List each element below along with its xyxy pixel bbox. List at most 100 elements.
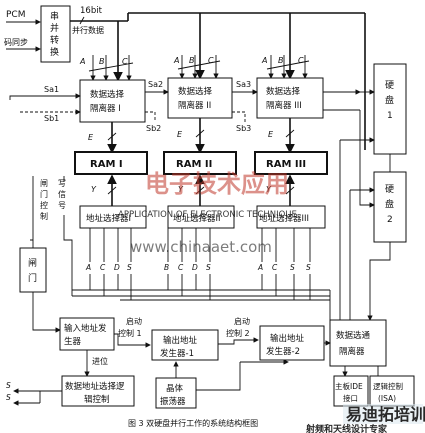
sel-S3: S (290, 263, 295, 272)
site-watermark: www.chinaaet.com (130, 238, 272, 256)
ram-2-label: RAM II (176, 159, 212, 170)
sb2-label: Sb2 (146, 124, 161, 133)
ram-2 (163, 151, 237, 175)
bd-label-1: B (99, 57, 105, 66)
sp-char-1: 并 (50, 22, 59, 34)
sa3-label: Sa3 (236, 80, 251, 89)
logic-isa-line-2: (ISA) (378, 394, 396, 403)
journal-watermark-cn: 电子技术应用 (145, 169, 289, 198)
journal-watermark-en: APPLICATION OF ELECTRONIC TECHNIQUE (118, 210, 297, 220)
gate-ctrl-char-1: 门 (40, 189, 48, 199)
serial-parallel-converter (40, 5, 71, 63)
bd-label-2: B (189, 56, 195, 65)
isolator-1 (79, 79, 146, 123)
sp-char-3: 换 (50, 46, 59, 58)
gate-box (19, 247, 47, 293)
sp-char-0: 串 (50, 11, 59, 22)
sb3-label: Sb3 (236, 124, 251, 133)
disk1-char-2: 1 (387, 111, 393, 121)
host-ide-interface (333, 375, 369, 407)
cd-label-3: C (298, 56, 304, 65)
abc-lines-3 (266, 55, 310, 79)
out-addr2-line-1: 输出地址 (270, 333, 305, 344)
sel-A3: A (257, 263, 263, 272)
abc-lines-1 (88, 55, 134, 81)
isolator-3-line-2: 隔离器 III (266, 100, 302, 111)
in-addr-line-1: 输入地址发 (64, 323, 107, 334)
gate-char-0: 闸 (28, 258, 37, 269)
ad-label-2: A (173, 56, 179, 65)
start1-line-1: 启动 (126, 316, 142, 326)
input-addr-generator (59, 317, 115, 351)
addr-selector-3 (256, 205, 326, 229)
bus-parallel-label: 并行数据 (72, 25, 104, 35)
sel-logic-line-1: 数据地址选择逻 (65, 381, 125, 392)
disk2-char-2: 2 (387, 215, 393, 225)
gate-ctrl-char-3: 制 (40, 211, 48, 221)
write-sig-char-2: 号 (58, 201, 66, 210)
addr-selector-2-label: 地址选择器II (173, 213, 221, 224)
sel-S2: S (206, 263, 211, 272)
isolator-1-line-2: 隔离器 I (90, 103, 121, 114)
ram-1-label: RAM I (90, 159, 123, 170)
ad-label-3: A (261, 56, 267, 65)
disk1-char-1: 盘 (385, 94, 394, 106)
logo-watermark: 易迪拓培训 射频和天线设计专家 (305, 404, 425, 433)
data-iso-line-2: 隔离器 (339, 346, 365, 357)
cd-label-2: C (208, 56, 214, 65)
sb1-label: Sb1 (44, 114, 59, 123)
sel-C2: C (178, 263, 184, 272)
logic-isa-line-1: 逻辑控制 (373, 381, 403, 391)
sel-A: A (85, 263, 91, 272)
addr-bus-lines (72, 228, 331, 320)
isolator-3-line-1: 数据选择 (266, 86, 301, 97)
host-ide-line-1: 主板IDE (335, 381, 363, 391)
gate-ctrl-char-0: 闸 (40, 179, 48, 188)
isolator-2 (167, 77, 233, 119)
output-addr-generator-1 (151, 329, 219, 361)
data-strobe-isolator (329, 319, 387, 367)
write-sig-char-0: 写 (58, 179, 66, 188)
out-addr1-line-1: 输出地址 (163, 335, 198, 346)
abc-lines-2 (177, 55, 221, 79)
pcm-label: PCM (6, 10, 25, 20)
ram-3-label: RAM III (266, 159, 306, 170)
sel-B2: B (164, 263, 169, 272)
host-ide-line-2: 接口 (343, 393, 358, 403)
ram-3 (254, 151, 328, 175)
write-sig-char-1: 信 (58, 189, 66, 199)
start2-line-1: 启动 (234, 316, 250, 326)
sel-C3: C (272, 263, 278, 272)
data-addr-select-logic (61, 375, 135, 407)
logo-text: 易迪拓培训 (346, 405, 425, 424)
output-addr-generator-2 (259, 325, 325, 361)
logic-isa (369, 375, 415, 407)
bus-16bit-label: 16bit (80, 6, 103, 16)
addr-selector-1-label: 地址选择器I (86, 213, 131, 224)
gate-ctrl-char-2: 控 (40, 200, 48, 210)
hard-disk-2 (373, 171, 407, 243)
sel-logic-line-2: 辑控制 (84, 394, 110, 405)
addr-selector-3-label: 地址选择器III (259, 213, 309, 224)
osc-line-2: 振荡器 (160, 396, 186, 407)
crystal-oscillator (155, 377, 197, 409)
data-iso-line-1: 数据选通 (336, 330, 371, 341)
addr-selector-2 (167, 205, 235, 229)
sp-char-2: 转 (50, 34, 59, 46)
ed-label-1: E (88, 133, 94, 142)
sig-left-1: S (6, 381, 11, 390)
in-addr-line-2: 生器 (64, 336, 82, 347)
out-addr2-line-2: 发生器-2 (266, 346, 300, 357)
sa2-label: Sa2 (148, 80, 163, 89)
ad-label-1: A (79, 57, 85, 66)
cd-label-1: C (122, 57, 128, 66)
y2-label: Y (178, 185, 184, 194)
osc-line-1: 晶体 (166, 383, 184, 394)
sel-S3b: S (306, 263, 311, 272)
carry-label: 进位 (92, 356, 108, 366)
disk2-char-0: 硬 (385, 184, 394, 195)
sel-D2: D (192, 263, 198, 272)
start2-line-2: 控制 2 (226, 328, 250, 338)
y1-label: Y (91, 185, 97, 194)
